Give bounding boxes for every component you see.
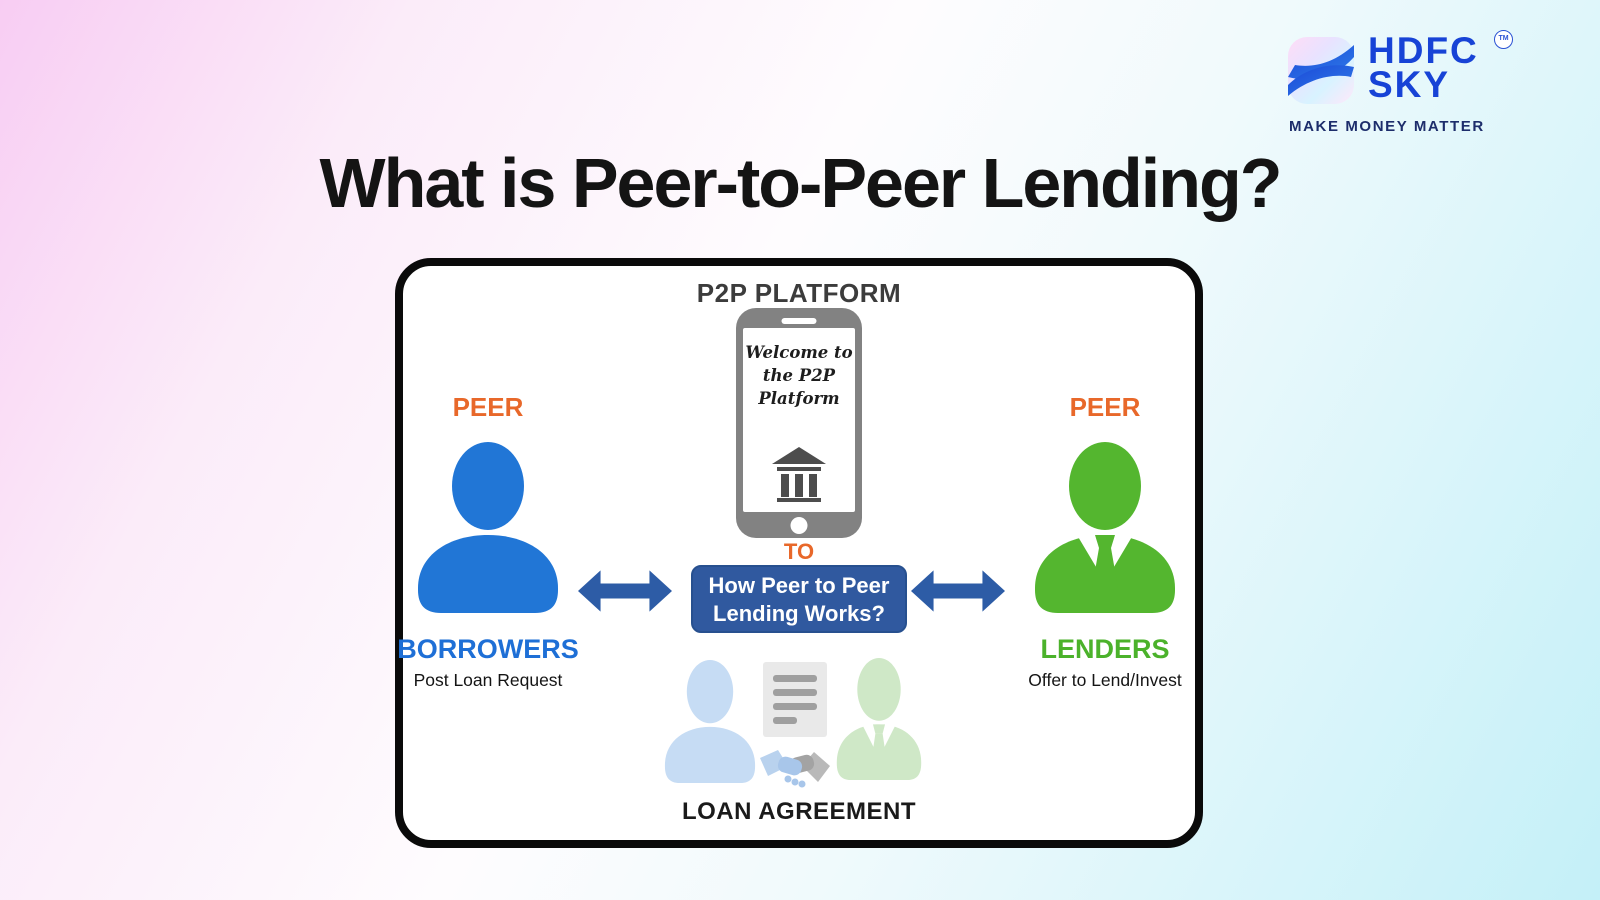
borrowers-action: Post Loan Request <box>413 670 563 690</box>
lender-mini-icon <box>836 658 922 780</box>
phone-screen: Welcome to the P2P Platform <box>743 328 855 512</box>
bank-icon <box>772 447 826 502</box>
phone-screen-line3: Platform <box>758 389 840 408</box>
peer-label-left: PEER <box>452 392 524 422</box>
phone-home-button <box>790 517 808 534</box>
handshake-icon <box>760 750 830 788</box>
brand-name-line2: SKY <box>1368 64 1451 105</box>
borrower-person-icon <box>418 442 558 613</box>
peer-label-right: PEER <box>1069 392 1141 422</box>
hdfc-sky-app-icon <box>1288 37 1354 104</box>
loan-agreement-label: LOAN AGREEMENT <box>681 798 917 825</box>
p2p-diagram-panel: P2P PLATFORM Welcome to the P2P Platform… <box>395 258 1203 848</box>
lender-person-icon <box>1035 442 1175 613</box>
brand-logo: HDFC SKY TM MAKE MONEY MATTER <box>1288 30 1528 140</box>
brand-name: HDFC SKY <box>1368 30 1479 105</box>
platform-label: P2P PLATFORM <box>696 278 902 308</box>
document-line <box>773 717 797 724</box>
lenders-action: Offer to Lend/Invest <box>1028 670 1182 690</box>
borrowers-label: BORROWERS <box>397 634 579 664</box>
double-arrow-right-icon <box>911 570 1005 612</box>
page-title: What is Peer-to-Peer Lending? <box>319 144 1283 222</box>
document-line <box>773 675 817 682</box>
document-line <box>773 689 817 696</box>
trademark-badge: TM <box>1494 30 1513 49</box>
lenders-label: LENDERS <box>1040 634 1170 664</box>
brand-name-line1: HDFC <box>1368 30 1479 71</box>
brand-tagline: MAKE MONEY MATTER <box>1289 118 1485 135</box>
how-it-works-line1: How Peer to Peer <box>708 573 890 598</box>
phone-screen-line1: Welcome to <box>745 343 853 362</box>
double-arrow-left-icon <box>578 570 672 612</box>
phone-screen-line2: the P2P <box>762 366 836 385</box>
phone-speaker <box>781 318 817 324</box>
document-line <box>773 703 817 710</box>
to-label: TO <box>783 539 815 564</box>
how-it-works-line2: Lending Works? <box>713 601 885 626</box>
borrower-mini-icon <box>664 660 756 783</box>
document-icon <box>763 662 827 737</box>
how-it-works-box: How Peer to Peer Lending Works? <box>691 565 907 633</box>
phone-screen-text: Welcome to the P2P Platform <box>743 341 855 410</box>
phone-icon: Welcome to the P2P Platform <box>736 308 862 538</box>
